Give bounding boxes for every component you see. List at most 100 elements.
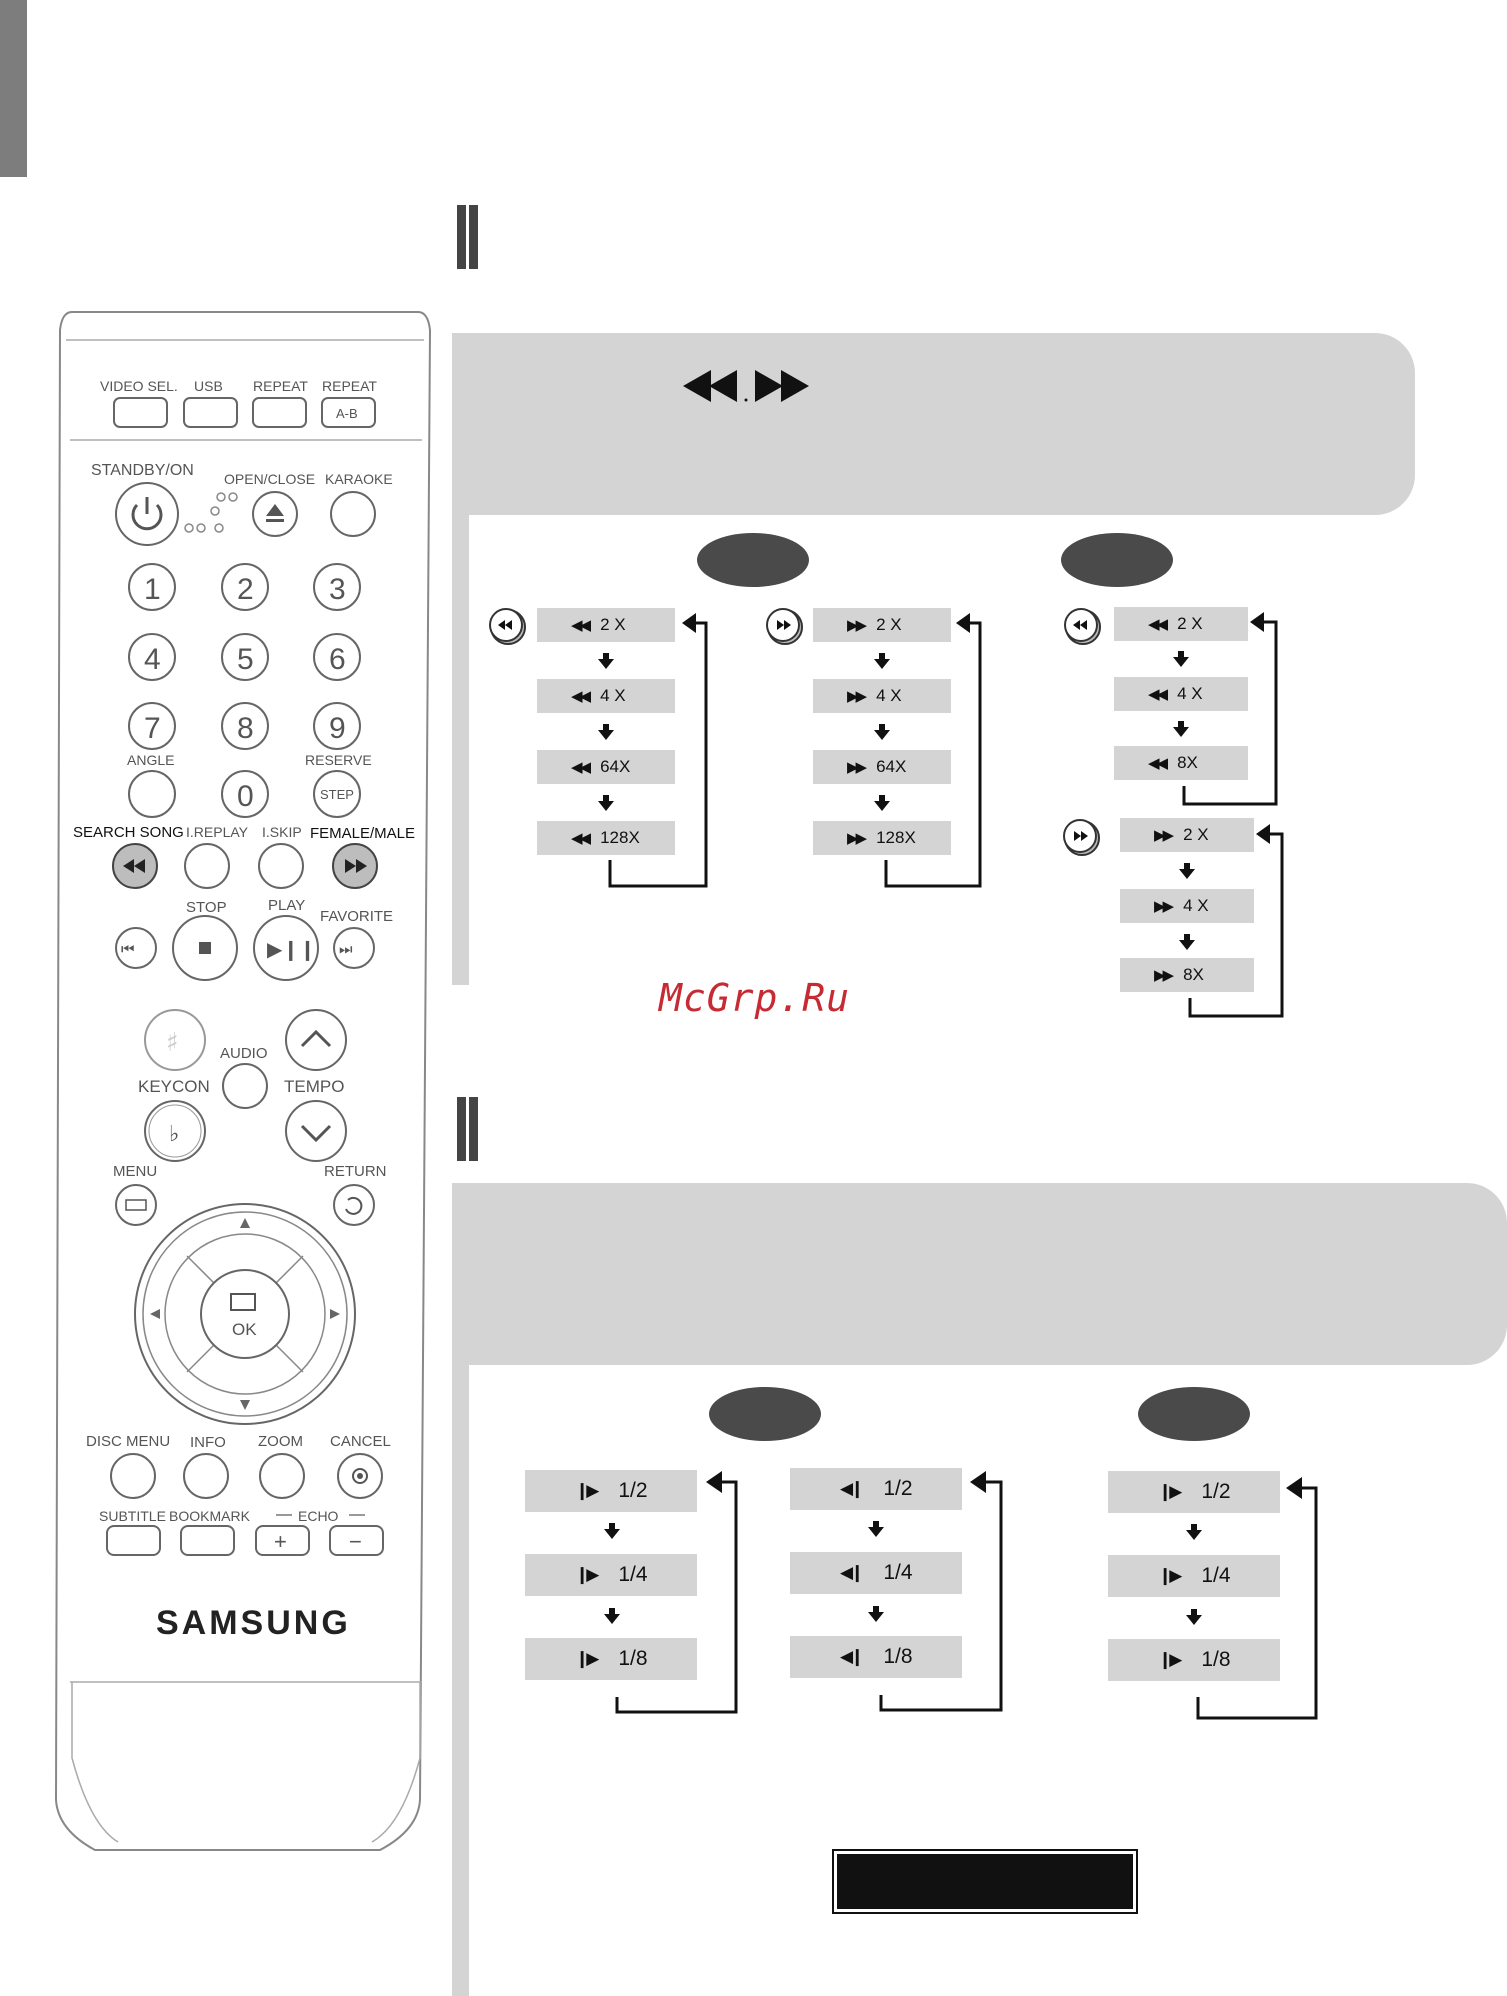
repeat-ab-label: REPEAT xyxy=(322,378,377,394)
tempo-down-button[interactable] xyxy=(285,1100,347,1162)
return-button[interactable] xyxy=(333,1184,375,1226)
digit-7-button[interactable] xyxy=(128,702,176,750)
flow-down-arrow xyxy=(868,1612,884,1622)
fast-forward-icon xyxy=(345,859,367,873)
flow-down-arrow-stem xyxy=(879,653,885,660)
digit-3-button[interactable] xyxy=(313,563,361,611)
svg-text:6: 6 xyxy=(329,643,346,676)
bookmark-button[interactable] xyxy=(180,1525,235,1556)
page-edge-tab xyxy=(0,0,27,177)
fast-forward-icon: ▶▶ xyxy=(1154,827,1174,844)
search-song-label: SEARCH SONG xyxy=(73,824,184,841)
flow-down-arrow xyxy=(1179,869,1195,879)
disc-type-pill-3 xyxy=(709,1387,821,1441)
flow-down-arrow-stem xyxy=(1184,934,1190,941)
video-sel-button[interactable] xyxy=(113,397,168,428)
slow-reverse-icon: ◀❙ xyxy=(840,1563,864,1582)
digit-4-button[interactable] xyxy=(128,633,176,681)
slow3-speed-eighth: ❙▶1/8 xyxy=(1108,1639,1280,1681)
svg-text:0: 0 xyxy=(237,780,254,813)
rewind-icon: ◀◀ xyxy=(1148,755,1168,772)
slow-forward-icon: ❙▶ xyxy=(575,1565,599,1584)
rewind-icon: ◀◀ xyxy=(1148,616,1168,633)
karaoke-button[interactable] xyxy=(330,491,376,537)
echo-minus-button[interactable] xyxy=(329,1525,384,1556)
digit-9-button[interactable] xyxy=(313,702,361,750)
next-button[interactable] xyxy=(333,927,375,969)
minus-icon: − xyxy=(349,1529,362,1554)
svg-text:9: 9 xyxy=(329,712,346,745)
flow-down-arrow-stem xyxy=(879,795,885,802)
step-button[interactable] xyxy=(313,770,361,818)
audio-button[interactable] xyxy=(222,1063,268,1109)
flow-down-arrow-stem xyxy=(873,1521,879,1528)
digit-0-button[interactable] xyxy=(221,770,269,818)
flow-down-arrow xyxy=(868,1527,884,1537)
digit-6-button[interactable] xyxy=(313,633,361,681)
repeat-ab-button[interactable] xyxy=(321,397,376,428)
fast-forward-icon: ▶▶ xyxy=(1154,898,1174,915)
section-marker-slow xyxy=(457,1097,466,1161)
repeat-button[interactable] xyxy=(252,397,307,428)
cancel-icon xyxy=(352,1468,368,1484)
section-marker-search xyxy=(457,205,466,269)
samsung-logo: SAMSUNG xyxy=(156,1604,351,1642)
slow-panel-stripe xyxy=(452,1365,469,1996)
menu-button[interactable] xyxy=(115,1184,157,1226)
menu-icon xyxy=(125,1199,147,1211)
favorite-label: FAVORITE xyxy=(320,908,393,925)
fast-forward-badge-2 xyxy=(1063,819,1100,856)
stop-label: STOP xyxy=(186,899,227,916)
rewind-speed-4x: ◀◀4 X xyxy=(537,679,675,713)
up-arrow-icon xyxy=(240,1218,250,1228)
digit-2-button[interactable] xyxy=(221,563,269,611)
flow-down-arrow-stem xyxy=(879,724,885,731)
flow-down-arrow xyxy=(1186,1615,1202,1625)
ok-button[interactable] xyxy=(200,1269,290,1359)
left-arrow-icon xyxy=(150,1309,160,1319)
digit-1-button[interactable] xyxy=(128,563,176,611)
echo-label: ECHO xyxy=(298,1508,339,1524)
subtitle-label: SUBTITLE xyxy=(99,1508,166,1524)
previous-button[interactable] xyxy=(115,927,157,969)
svg-text:8: 8 xyxy=(237,712,254,745)
flow-down-arrow xyxy=(598,730,614,740)
tempo-up-button[interactable] xyxy=(285,1009,347,1071)
zoom-button[interactable] xyxy=(259,1453,305,1499)
chevron-up-icon xyxy=(300,1029,332,1048)
rewind-speed-64x: ◀◀64X xyxy=(537,750,675,784)
flow-down-arrow xyxy=(598,801,614,811)
eject-icon xyxy=(266,504,284,522)
slow-forward-icon: ❙▶ xyxy=(575,1649,599,1668)
video-sel-label: VIDEO SEL. xyxy=(100,378,178,394)
svg-text:1: 1 xyxy=(144,573,161,606)
echo-plus-button[interactable] xyxy=(255,1525,310,1556)
subtitle-button[interactable] xyxy=(106,1525,161,1556)
digit-8-button[interactable] xyxy=(221,702,269,750)
angle-button[interactable] xyxy=(128,770,176,818)
watermark: McGrp.Ru xyxy=(659,976,851,1020)
flow-down-arrow-stem xyxy=(1184,863,1190,870)
keycon-sharp-button[interactable] xyxy=(144,1009,206,1071)
karaoke-label: KARAOKE xyxy=(325,471,393,487)
disc-menu-label: DISC MENU xyxy=(86,1433,170,1450)
fast-forward-icon: ▶▶ xyxy=(847,830,867,847)
rewind-icon: ◀◀ xyxy=(1148,686,1168,703)
iskip-button[interactable] xyxy=(258,843,304,889)
svg-text:4: 4 xyxy=(144,643,161,676)
keycon-flat-button[interactable] xyxy=(144,1100,206,1162)
svg-text:2: 2 xyxy=(237,573,254,606)
flow-down-arrow-stem xyxy=(873,1606,879,1613)
flow-down-arrow xyxy=(1173,727,1189,737)
slow2-speed-half: ◀❙1/2 xyxy=(790,1468,962,1510)
flow-down-arrow xyxy=(604,1614,620,1624)
slow-reverse-icon: ◀❙ xyxy=(840,1479,864,1498)
sharp-icon: ♯ xyxy=(166,1028,179,1058)
ireplay-button[interactable] xyxy=(184,843,230,889)
play-pause-button[interactable] xyxy=(253,915,319,981)
info-button[interactable] xyxy=(183,1453,229,1499)
usb-button[interactable] xyxy=(183,397,238,428)
digit-5-button[interactable] xyxy=(221,633,269,681)
flow-down-arrow xyxy=(1179,940,1195,950)
disc-menu-button[interactable] xyxy=(110,1453,156,1499)
